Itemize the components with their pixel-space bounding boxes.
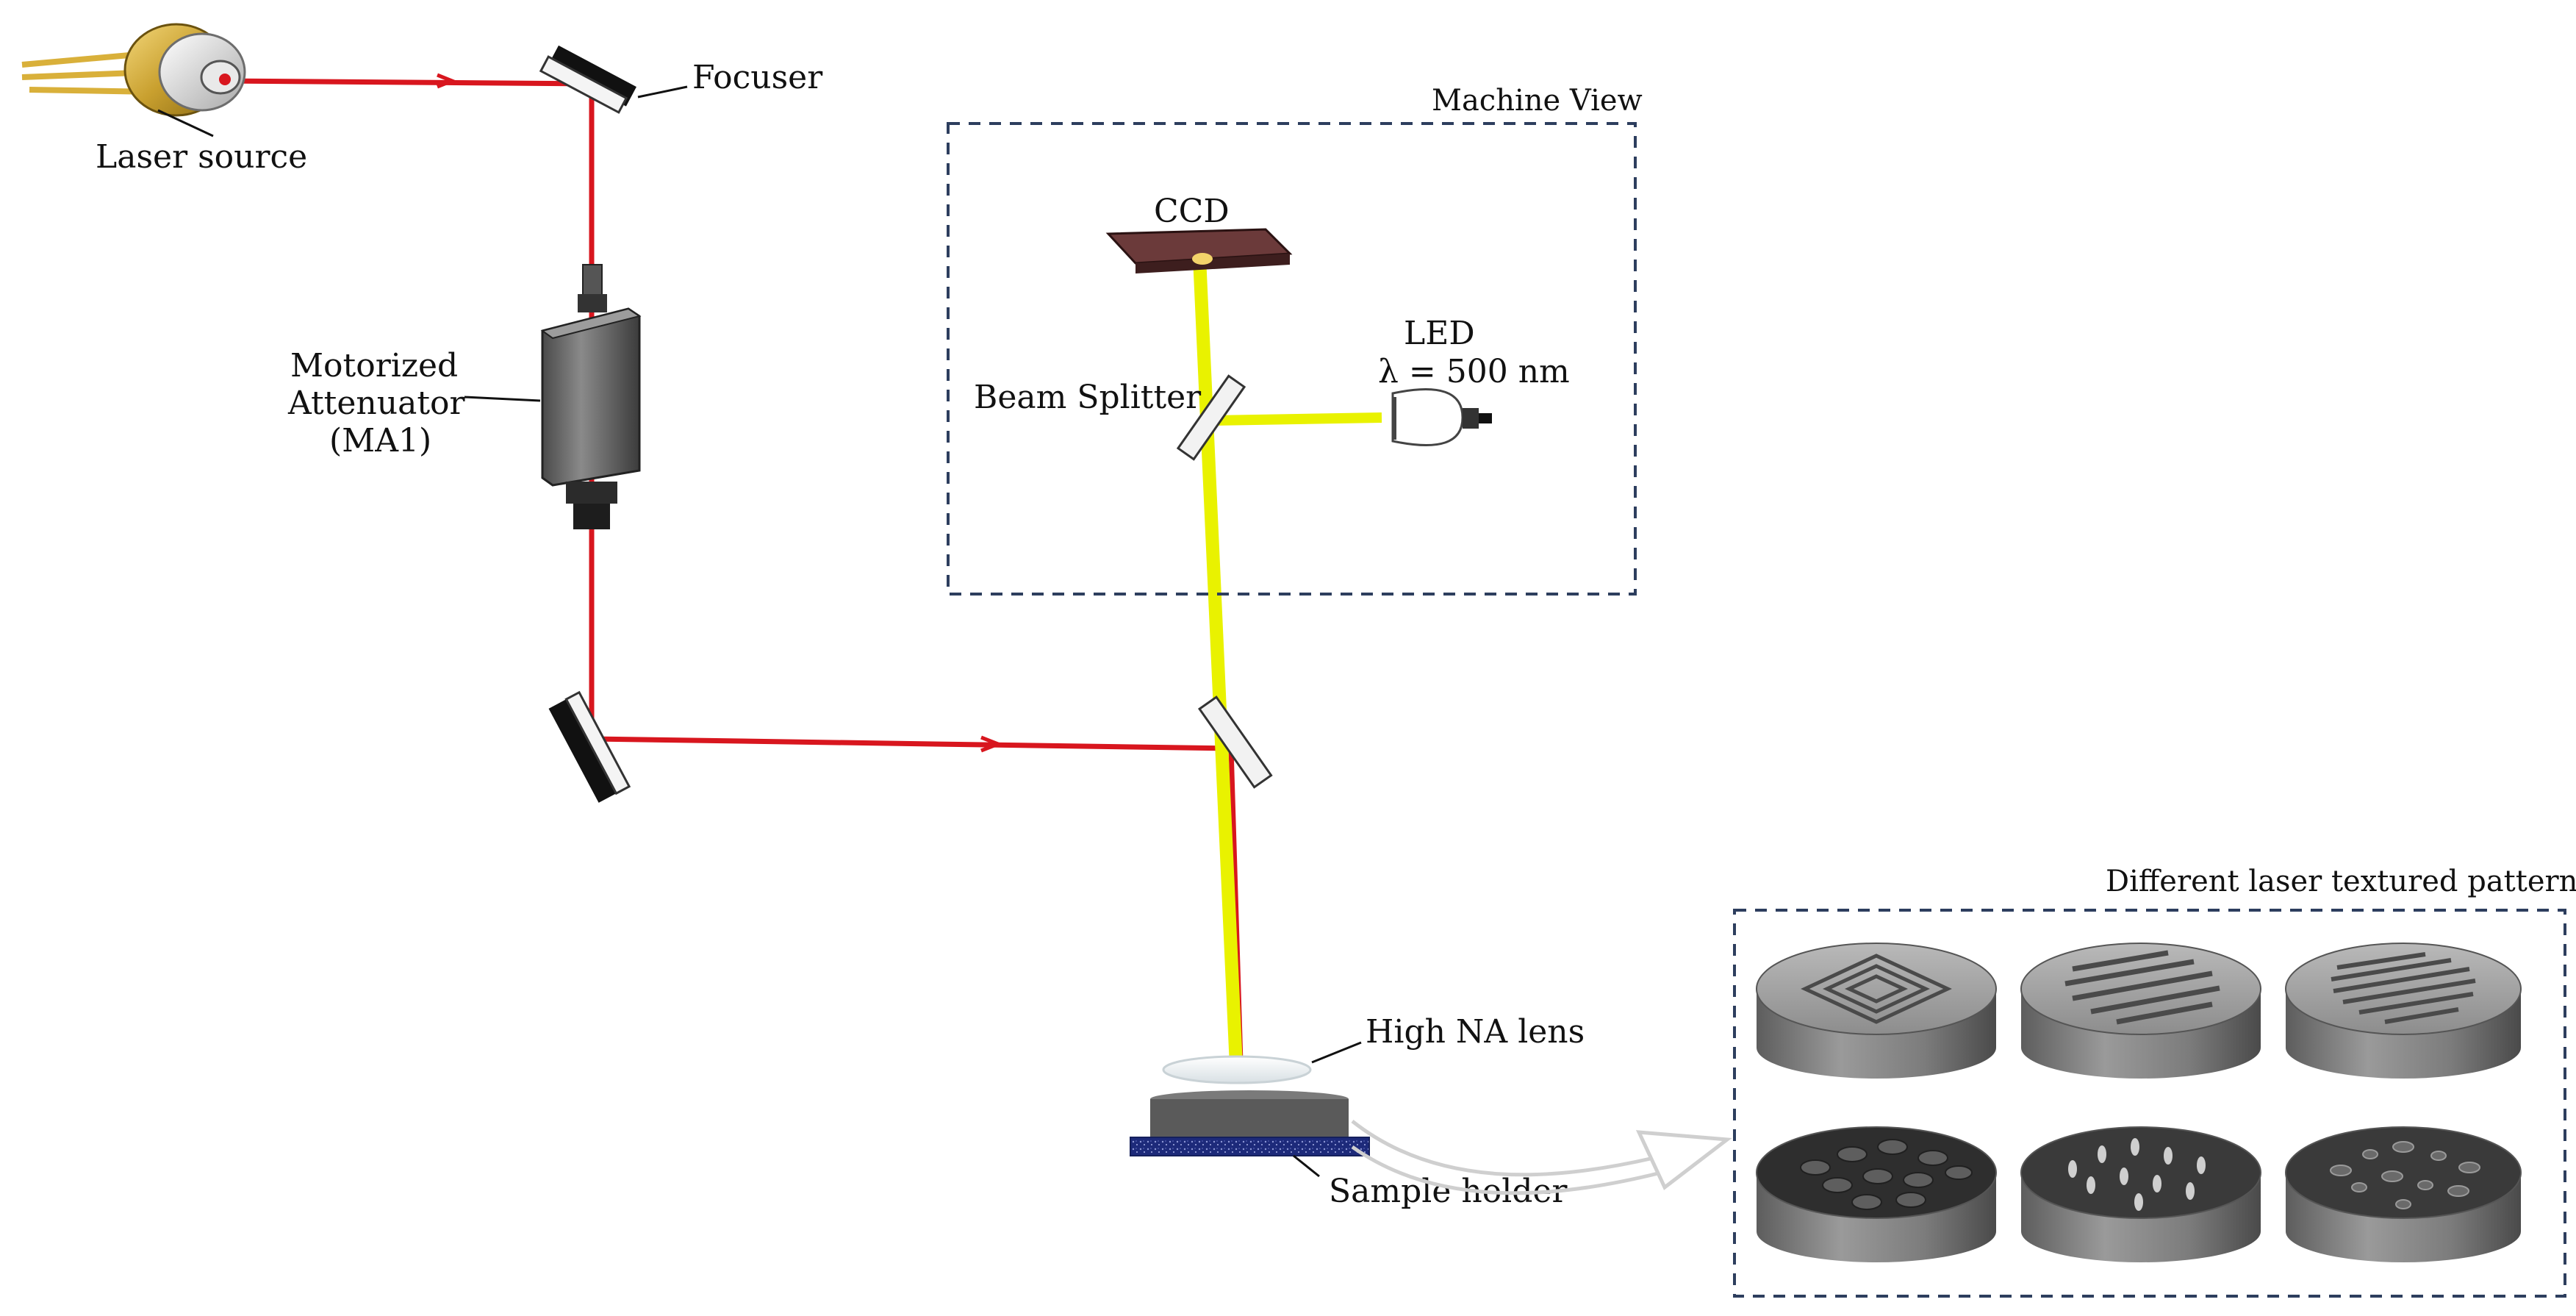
patterns-label: Different laser textured patterns [2106,865,2576,898]
ccd-camera [1105,228,1293,273]
machine-view-frame [947,122,1637,596]
attenuator-label-line1: Motorized [290,347,458,385]
motorized-attenuator-device [540,264,642,529]
steering-mirror [548,690,631,803]
focuser-label: Focuser [692,59,823,96]
zoom-arrow [1351,1120,1732,1195]
laser-source-label: Laser source [96,138,307,176]
attenuator-label-line3: (MA1) [329,422,431,459]
sample-stage [1130,1090,1370,1156]
machine-view-label: Machine View [1432,84,1643,118]
sample-holder [1130,1137,1370,1156]
laser-beam-path [220,73,1244,1063]
pattern-disc [1756,943,1997,1079]
pattern-disc [1756,1126,1997,1262]
led-label: LED [1404,315,1475,352]
led-wavelength-label: λ = 500 nm [1378,353,1570,390]
beam-direction-arrow [437,73,457,89]
beam-splitter-label: Beam Splitter [974,379,1202,416]
pattern-disc [2285,943,2522,1079]
beam-combiner [1197,695,1273,789]
beam-direction-arrow [980,735,1003,753]
pattern-disc [2285,1126,2522,1262]
pattern-disc [2020,1126,2261,1262]
patterns-frame [1733,909,2566,1298]
led-bulb [1391,388,1492,446]
high-na-lens-label: High NA lens [1366,1013,1585,1051]
attenuator-label-line2: Attenuator [287,385,465,422]
high-na-lens [1162,1055,1312,1084]
laser-source-device [21,23,246,137]
beam-splitter [1176,374,1246,461]
pattern-disc [2020,943,2261,1079]
focuser-mirror [539,45,636,114]
ccd-label: CCD [1154,193,1230,230]
